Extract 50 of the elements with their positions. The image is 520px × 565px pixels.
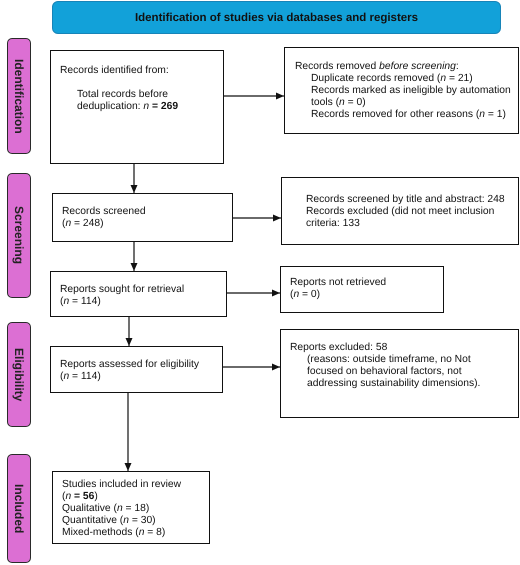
process-box bbox=[280, 329, 519, 418]
process-box bbox=[50, 271, 227, 317]
box-text: (n = 248) bbox=[62, 218, 104, 230]
process-box bbox=[280, 266, 444, 313]
arrow bbox=[130, 164, 138, 193]
arrow bbox=[224, 92, 284, 100]
box-text: Qualitative (n = 18) bbox=[62, 503, 150, 515]
box-text: Records removed for other reasons (n = 1) bbox=[311, 109, 506, 121]
box-text: Records identified from: bbox=[60, 65, 169, 77]
box-text: (n = 0) bbox=[290, 289, 320, 301]
phase-band bbox=[7, 38, 31, 154]
box-text: Records marked as ineligible by automation tools (n = 0) bbox=[311, 85, 512, 109]
process-box bbox=[52, 471, 210, 544]
box-text: Mixed-methods (n = 8) bbox=[62, 527, 166, 539]
arrow bbox=[227, 290, 280, 296]
box-text: Records screened bbox=[62, 206, 146, 218]
box-text: (n = 114) bbox=[60, 371, 101, 383]
process-box bbox=[50, 346, 223, 393]
box-text: Studies included in review bbox=[62, 479, 182, 491]
arrow bbox=[233, 214, 281, 222]
box-text: (n = 56) bbox=[62, 491, 98, 503]
box-text: (reasons: outside timeframe, no Not focused on behavioral factors, not addressing sustainability dimensions). bbox=[307, 354, 482, 390]
box-text: Records excluded (did not meet inclusion criteria: 133 bbox=[306, 206, 496, 230]
box-text: (n = 114) bbox=[60, 296, 101, 308]
process-box bbox=[281, 177, 519, 245]
process-box bbox=[50, 50, 224, 164]
box-text: Records removed before screening: bbox=[295, 61, 459, 73]
header-banner bbox=[52, 1, 501, 34]
process-box bbox=[284, 47, 519, 134]
phase-label: Identification bbox=[13, 58, 25, 134]
arrow bbox=[124, 393, 132, 471]
box-text: Records screened by title and abstract: 248 bbox=[306, 194, 505, 206]
banner-title: Identification of studies via databases and registers bbox=[134, 12, 418, 24]
phase-label: Screening bbox=[13, 206, 25, 265]
arrow bbox=[223, 364, 280, 370]
box-text: Reports assessed for eligibility bbox=[60, 359, 200, 371]
box-text: Duplicate records removed (n = 21) bbox=[311, 73, 473, 85]
box-text: Reports excluded: 58 bbox=[290, 342, 388, 354]
process-box bbox=[52, 193, 233, 242]
phase-label: Included bbox=[13, 484, 25, 534]
box-text: Total records before deduplication: n = 269 bbox=[77, 89, 180, 113]
phase-band bbox=[7, 322, 31, 427]
box-text: Quantitative (n = 30) bbox=[62, 515, 156, 527]
box-text: Reports sought for retrieval bbox=[60, 284, 184, 296]
phase-band bbox=[7, 173, 31, 298]
arrow bbox=[130, 242, 138, 271]
box-text: Reports not retrieved bbox=[290, 277, 386, 289]
phase-band bbox=[7, 454, 31, 563]
arrow bbox=[126, 317, 132, 346]
phase-label: Eligibility bbox=[13, 348, 25, 402]
